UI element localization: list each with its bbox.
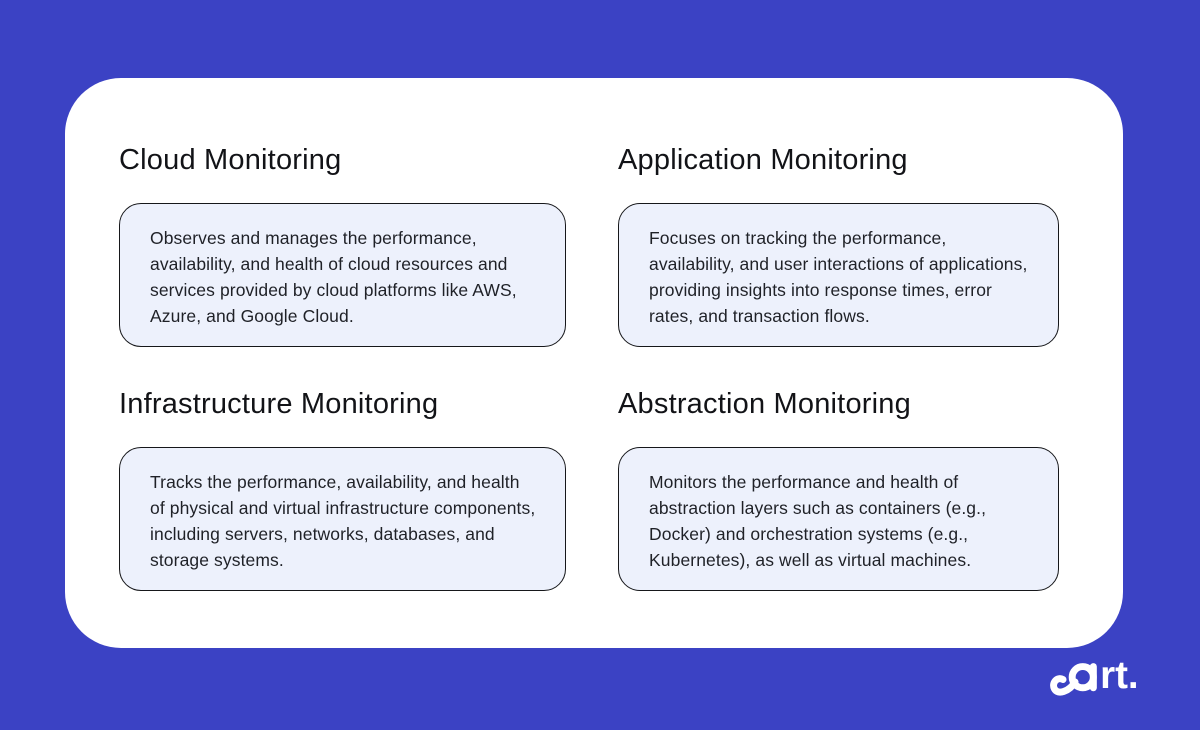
gart-logo-text: rt. [1100, 658, 1139, 697]
section-description: Observes and manages the performance, av… [150, 228, 517, 326]
section-title: Infrastructure Monitoring [119, 388, 439, 420]
section-infrastructure-monitoring: Infrastructure Monitoring Tracks the per… [119, 386, 566, 591]
section-description-box: Tracks the performance, availability, an… [119, 447, 566, 591]
content-card: Cloud Monitoring Observes and manages th… [65, 78, 1123, 648]
section-title: Application Monitoring [618, 144, 908, 176]
section-application-monitoring: Application Monitoring Focuses on tracki… [618, 142, 1059, 347]
section-description-box: Monitors the performance and health of a… [618, 447, 1059, 591]
gart-logo: rt. [1050, 654, 1156, 704]
gart-logo-wordmark-icon: rt. [1050, 654, 1139, 697]
section-cloud-monitoring: Cloud Monitoring Observes and manages th… [119, 142, 566, 347]
section-abstraction-monitoring: Abstraction Monitoring Monitors the perf… [618, 386, 1059, 591]
gart-logo-ga-ligature-icon [1050, 663, 1097, 696]
section-title: Abstraction Monitoring [618, 388, 911, 420]
section-description-box: Observes and manages the performance, av… [119, 203, 566, 347]
section-description: Focuses on tracking the performance, ava… [649, 228, 1028, 326]
section-description-box: Focuses on tracking the performance, ava… [618, 203, 1059, 347]
section-description: Monitors the performance and health of a… [649, 472, 987, 570]
section-title: Cloud Monitoring [119, 144, 342, 176]
section-description: Tracks the performance, availability, an… [150, 472, 536, 570]
sections-grid: Cloud Monitoring Observes and manages th… [119, 142, 1059, 591]
